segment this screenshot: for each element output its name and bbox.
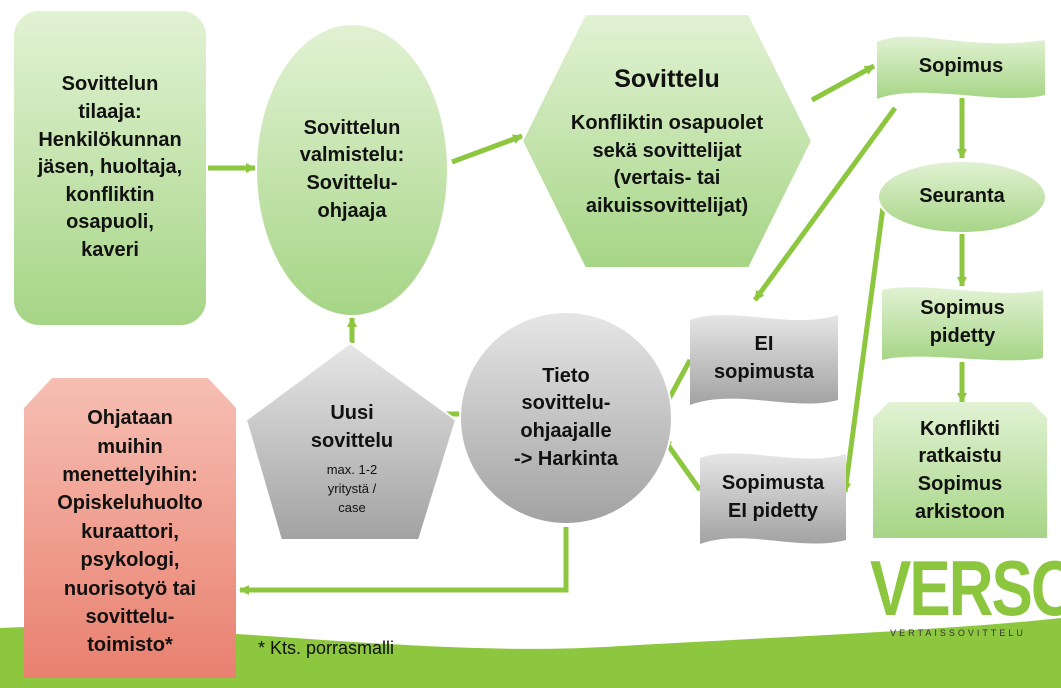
tilaaja-line: Sovittelun	[61, 73, 159, 96]
harkinta-line: sovittelu-	[521, 392, 611, 415]
verso-logo: VERSO VERTAISSOVITTELU	[870, 546, 1061, 642]
arrow-sopimus-to-ei-sopimusta	[752, 106, 898, 302]
tilaaja-line: Henkilökunnan	[38, 128, 182, 151]
logo-tagline: VERTAISSOVITTELU	[890, 628, 1026, 638]
harkinta-circle	[459, 311, 673, 525]
sovittelu-line: sekä sovittelijat	[592, 139, 742, 162]
uusi-note-line: yritystä /	[327, 481, 377, 497]
ei-sopimusta-line: sopimusta	[713, 361, 815, 383]
sovittelu-line: Konfliktin osapuolet	[570, 112, 764, 135]
ratkaistu-box	[873, 402, 1047, 538]
sovittelu-title: Sovittelu	[614, 64, 720, 93]
arrow-sovittelu-to-sopimus	[810, 63, 876, 103]
ei-pidetty-label: Sopimusta EI pidetty	[700, 455, 846, 541]
uusi-label: Uusi sovittelu max. 1-2 yritystä / case	[262, 384, 442, 534]
ohjataan-line: nuorisotyö tai	[63, 577, 197, 600]
valmistelu-line: Sovittelu-	[306, 172, 398, 194]
ratkaistu-line: Sopimus	[917, 473, 1003, 495]
pidetty-line: Sopimus	[920, 297, 1005, 320]
pidetty-label: Sopimus pidetty	[882, 286, 1043, 360]
harkinta-line: Tieto	[542, 364, 590, 387]
valmistelu-line: ohjaaja	[317, 199, 387, 222]
uusi-title-line: sovittelu	[310, 429, 394, 452]
ohjataan-line: sovittelu-	[85, 605, 175, 628]
ei-pidetty-line: Sopimusta	[721, 472, 825, 495]
arrow-ei-pidetty-to-harkinta	[660, 436, 703, 492]
ohjataan-line: muihin	[97, 435, 163, 458]
valmistelu-ellipse	[255, 23, 449, 317]
ei-sopimusta-banner	[690, 315, 838, 405]
ohjataan-line: Ohjataan	[87, 407, 173, 430]
harkinta-line: -> Harkinta	[514, 447, 618, 470]
ohjataan-box	[24, 378, 236, 678]
logo-word: VERSO	[870, 546, 1061, 633]
seuranta-text: Seuranta	[919, 185, 1005, 208]
uusi-note-line: max. 1-2	[326, 462, 378, 478]
uusi-note-line: case	[338, 500, 366, 516]
ohjataan-line: menettelyihin:	[62, 464, 198, 487]
ratkaistu-line: ratkaistu	[918, 445, 1002, 468]
sopimus-text: Sopimus	[918, 55, 1004, 78]
grass-background	[0, 618, 1061, 688]
sovittelu-line: (vertais- tai	[613, 167, 721, 190]
valmistelu-line: Sovittelun	[303, 116, 401, 139]
valmistelu-label: Sovittelun valmistelu: Sovittelu- ohjaaj…	[256, 24, 448, 316]
pidetty-banner	[882, 287, 1043, 361]
uusi-pentagon	[244, 341, 458, 541]
ohjataan-label: Ohjataan muihin menettelyihin: Opiskeluh…	[24, 392, 236, 672]
sopimus-label: Sopimus	[877, 38, 1045, 96]
ei-sopimusta-line: EI	[754, 333, 774, 356]
ratkaistu-line: Konflikti	[920, 417, 1000, 440]
harkinta-label: Tieto sovittelu- ohjaajalle -> Harkinta	[470, 326, 662, 510]
ei-sopimusta-label: EI sopimusta	[690, 316, 838, 402]
footnote: * Kts. porrasmalli	[258, 638, 395, 658]
tilaaja-box	[12, 9, 208, 327]
ohjataan-line: toimisto*	[87, 634, 173, 657]
seuranta-ellipse	[877, 160, 1047, 234]
ei-pidetty-banner	[700, 453, 846, 544]
sovittelu-line: aikuissovittelijat)	[585, 194, 749, 217]
tilaaja-label: Sovittelun tilaaja: Henkilökunnan jäsen,…	[13, 10, 207, 326]
sovittelu-label: Sovittelu Konfliktin osapuolet sekä sovi…	[522, 14, 812, 268]
ei-pidetty-line: EI pidetty	[727, 500, 818, 522]
ratkaistu-label: Konflikti ratkaistu Sopimus arkistoon	[873, 404, 1047, 538]
sovittelu-hexagon	[520, 13, 814, 269]
ratkaistu-line: arkistoon	[914, 500, 1006, 523]
pidetty-line: pidetty	[929, 325, 996, 347]
ohjataan-line: psykologi,	[80, 549, 180, 572]
tilaaja-line: tilaaja:	[78, 101, 142, 124]
tilaaja-line: osapuoli,	[66, 211, 154, 234]
valmistelu-line: valmistelu:	[299, 144, 405, 167]
arrow-seuranta-to-ei-pidetty	[841, 199, 887, 493]
tilaaja-line: kaveri	[81, 238, 139, 261]
arrow-harkinta-to-ohjataan	[239, 527, 569, 595]
ohjataan-line: kuraattori,	[81, 520, 179, 543]
harkinta-line: ohjaajalle	[520, 420, 612, 442]
seuranta-label: Seuranta	[878, 161, 1046, 233]
tilaaja-line: jäsen, huoltaja,	[37, 156, 183, 179]
arrow-valmistelu-to-sovittelu	[451, 133, 523, 165]
ohjataan-line: Opiskeluhuolto	[57, 492, 203, 515]
tilaaja-line: konfliktin	[65, 183, 155, 206]
sopimus-banner	[877, 36, 1045, 99]
uusi-title-line: Uusi	[330, 402, 374, 425]
